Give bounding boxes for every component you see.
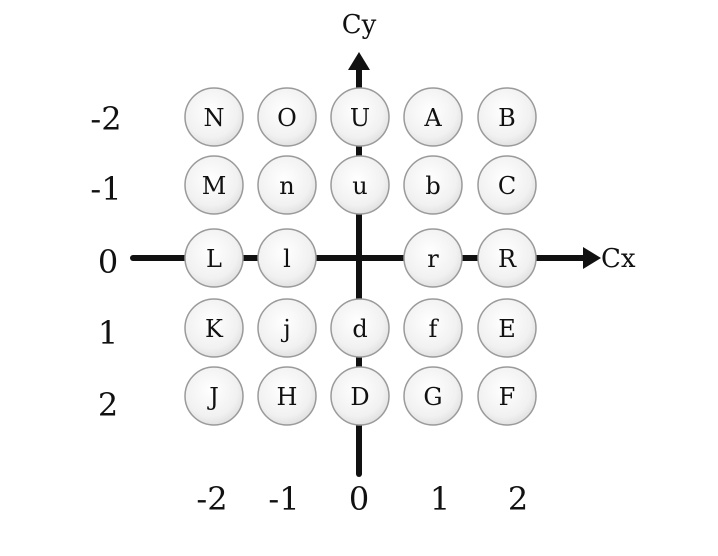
grid-circle [330, 87, 390, 147]
grid-cell-label: d [352, 315, 367, 343]
grid-circle [477, 298, 537, 358]
grid-cell-circle: U [330, 87, 390, 147]
x-tick-label: 0 [349, 480, 369, 518]
grid-cell-circle: J [184, 366, 244, 426]
grid-circle [477, 366, 537, 426]
x-tick-label: -1 [268, 480, 299, 518]
grid-cell-circle: C [477, 155, 537, 215]
grid-circle [257, 155, 317, 215]
grid-cell-label: r [427, 245, 439, 273]
grid-cell-label: L [206, 245, 222, 273]
grid-cell-label: E [498, 315, 516, 343]
grid-cell-circle: u [330, 155, 390, 215]
grid-circle [403, 298, 463, 358]
grid-cell-label: j [280, 315, 290, 343]
grid-cell-circle: R [477, 228, 537, 288]
y-tick-label: 2 [98, 386, 118, 424]
grid-cell-label: H [277, 383, 298, 411]
grid-circle [184, 366, 244, 426]
grid-circle [184, 228, 244, 288]
grid-cell-circle: H [257, 366, 317, 426]
grid-circle [184, 87, 244, 147]
grid-cell-label: F [499, 383, 516, 411]
grid-cell-circle: D [330, 366, 390, 426]
x-axis-label: Cx [601, 244, 636, 274]
grid-cell-label: K [205, 315, 224, 343]
grid-circle [403, 366, 463, 426]
grid-cell-label: l [283, 245, 291, 273]
y-tick-label: 0 [98, 243, 118, 281]
grid-circle [477, 87, 537, 147]
grid-cell-circle: f [403, 298, 463, 358]
grid-cell-label: C [498, 172, 516, 200]
grid-circle [403, 155, 463, 215]
grid-cell-circle: L [184, 228, 244, 288]
x-tick-label: 2 [508, 480, 528, 518]
grid-cell-label: A [423, 104, 442, 132]
grid-circle [403, 87, 463, 147]
grid-cell-label: n [279, 172, 294, 200]
grid-cell-circle: F [477, 366, 537, 426]
grid-cell-circle: B [477, 87, 537, 147]
grid-cell-circle: n [257, 155, 317, 215]
grid-cell-circle: j [257, 298, 317, 358]
grid-cell-circle: d [330, 298, 390, 358]
grid-cell-label: B [498, 104, 516, 132]
grid-cell-label: U [350, 104, 370, 132]
grid-circle [257, 228, 317, 288]
grid-cell-circle: r [403, 228, 463, 288]
grid-cell-circle: b [403, 155, 463, 215]
grid-cell-label: R [498, 245, 517, 273]
grid-circle [403, 228, 463, 288]
grid-circle [257, 87, 317, 147]
grid-circle [184, 155, 244, 215]
grid-cell-label: O [277, 104, 297, 132]
grid-cell-label: G [423, 383, 442, 411]
y-tick-label: 1 [98, 314, 118, 352]
grid-circle [184, 298, 244, 358]
grid-cell-label: M [202, 172, 227, 200]
grid-circle [257, 298, 317, 358]
grid-cell-label: D [350, 383, 369, 411]
x-tick-label: 1 [430, 480, 450, 518]
grid-cell-label: b [425, 172, 440, 200]
grid-cell-circle: K [184, 298, 244, 358]
grid-circle [477, 228, 537, 288]
grid-circle [330, 298, 390, 358]
grid-cell-circle: G [403, 366, 463, 426]
grid-cell-label: u [352, 172, 367, 200]
y-tick-label: -2 [90, 100, 121, 138]
grid-cell-circle: A [403, 87, 463, 147]
grid-cell-circle: O [257, 87, 317, 147]
grid-cell-circle: M [184, 155, 244, 215]
grid-cell-circle: l [257, 228, 317, 288]
y-axis-arrow [348, 52, 370, 70]
grid-circle [477, 155, 537, 215]
x-axis-arrow [583, 247, 601, 269]
grid-cell-label: f [429, 315, 440, 343]
grid-cell-circle: E [477, 298, 537, 358]
grid-circle [257, 366, 317, 426]
y-axis-label: Cy [342, 10, 377, 40]
grid-circle [330, 366, 390, 426]
grid-cell-label: N [204, 104, 225, 132]
grid-circle [330, 155, 390, 215]
y-tick-label: -1 [90, 170, 121, 208]
grid-cell-label: J [206, 383, 219, 411]
grid-cell-circle: N [184, 87, 244, 147]
x-tick-label: -2 [196, 480, 227, 518]
